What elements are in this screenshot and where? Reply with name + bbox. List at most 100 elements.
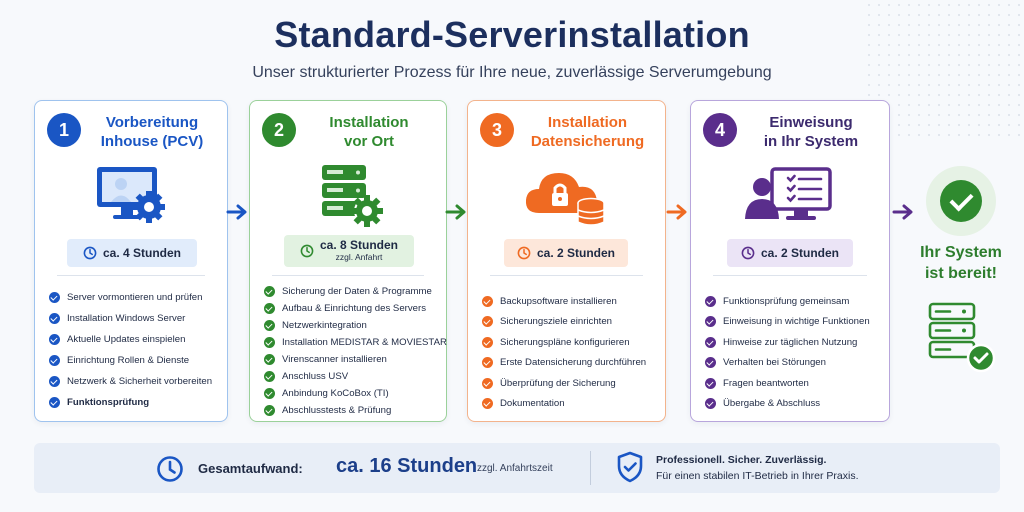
task-list: Sicherung der Daten & Programme Aufbau &…: [264, 283, 447, 419]
list-item: Installation Windows Server: [49, 308, 221, 329]
list-item: Fragen beantworten: [705, 373, 883, 394]
step-number-badge: 1: [47, 113, 81, 147]
check-icon: [264, 286, 275, 297]
arrow-right-icon: [445, 204, 466, 220]
duration-subtext: zzgl. Anfahrt: [335, 252, 383, 262]
decorative-dot-pattern: [864, 0, 1024, 140]
system-ready-line1: Ihr System: [920, 244, 1002, 261]
step-number-badge: 2: [262, 113, 296, 147]
check-icon: [482, 295, 493, 307]
arrow-right-icon: [226, 204, 247, 220]
step-title-line2: in Ihr System: [763, 133, 859, 150]
clock-icon: [300, 244, 314, 258]
shield-check-icon: [617, 451, 643, 483]
step-title-line1: Installation: [329, 114, 409, 131]
list-item: Einweisung in wichtige Funktionen: [705, 312, 883, 333]
total-effort-value: ca. 16 Stunden: [336, 455, 478, 477]
list-item: Dokumentation: [482, 394, 659, 415]
server-gear-icon: [250, 163, 446, 233]
page-subtitle: Unser strukturierter Prozess für Ihre ne…: [252, 64, 772, 81]
success-check-icon: [926, 166, 996, 236]
step-card-2: 2 Installation vor Ort: [249, 100, 447, 422]
step-title-line1: Einweisung: [769, 114, 853, 131]
task-list: Backupsoftware installieren Sicherungszi…: [482, 291, 659, 414]
server-check-icon: [928, 302, 996, 373]
step-title-line2: Inhouse (PCV): [100, 133, 204, 150]
list-item: Sicherungsziele einrichten: [482, 312, 659, 333]
list-item: Aufbau & Einrichtung des Servers: [264, 300, 440, 317]
check-icon: [705, 377, 716, 389]
divider: [490, 275, 643, 276]
task-list: Server vormontieren und prüfen Installat…: [49, 287, 221, 413]
check-icon: [482, 398, 493, 410]
divider: [590, 451, 591, 485]
check-icon: [264, 337, 275, 348]
clock-icon: [741, 246, 755, 260]
duration-badge: ca. 4 Stunden: [67, 239, 197, 267]
check-icon: [264, 388, 275, 399]
list-item: Abschlusstests & Prüfung: [264, 402, 440, 419]
clock-icon: [83, 246, 97, 260]
list-item: Sicherungspläne konfigurieren: [482, 332, 659, 353]
list-item: Funktionsprüfung: [49, 392, 221, 413]
duration-badge: ca. 2 Stunden: [504, 239, 628, 267]
check-icon: [482, 357, 493, 369]
list-item: Netzwerk & Sicherheit vorbereiten: [49, 371, 221, 392]
check-icon: [49, 397, 60, 408]
step-title-line1: Vorbereitung: [105, 114, 199, 131]
tagline-sub: Für einen stabilen IT-Betrieb in Ihrer P…: [656, 470, 859, 482]
list-item: Virenscanner installieren: [264, 351, 440, 368]
list-item: Überprüfung der Sicherung: [482, 373, 659, 394]
total-effort-label: Gesamtaufwand:: [198, 461, 303, 476]
cloud-lock-database-icon: [468, 163, 665, 233]
duration-text: ca. 2 Stunden: [536, 246, 616, 260]
list-item: Server vormontieren und prüfen: [49, 287, 221, 308]
system-ready-line2: ist bereit!: [924, 265, 997, 282]
list-item: Erste Datensicherung durchführen: [482, 353, 659, 374]
step-card-4: 4 Einweisung in Ihr System ca. 2 Stunden…: [690, 100, 890, 422]
check-icon: [705, 398, 716, 410]
list-item: Funktionsprüfung gemeinsam: [705, 291, 883, 312]
step-title: Vorbereitung Inhouse (PCV): [83, 113, 221, 151]
check-icon: [482, 336, 493, 348]
arrow-right-icon: [666, 204, 687, 220]
list-item: Anschluss USV: [264, 368, 440, 385]
check-icon: [482, 316, 493, 328]
step-title: Installation vor Ort: [298, 113, 440, 151]
step-title-line2: Datensicherung: [530, 133, 645, 150]
step-title-line1: Installation: [547, 114, 628, 131]
divider: [272, 275, 424, 276]
check-icon: [264, 371, 275, 382]
step-number-badge: 4: [703, 113, 737, 147]
clock-icon: [157, 456, 183, 482]
step-number-badge: 3: [480, 113, 514, 147]
check-icon: [705, 357, 716, 369]
step-card-1: 1 Vorbereitung Inhouse (PCV): [34, 100, 228, 422]
step-title-line2: vor Ort: [343, 133, 394, 150]
list-item: Anbindung KoCoBox (TI): [264, 385, 440, 402]
duration-text: ca. 4 Stunden: [102, 246, 182, 260]
check-icon: [49, 313, 60, 324]
step-title: Installation Datensicherung: [516, 113, 659, 151]
summary-bar: Gesamtaufwand: ca. 16 Stunden zzgl. Anfa…: [34, 443, 1000, 493]
check-icon: [49, 334, 60, 345]
duration-text: ca. 8 Stunden: [319, 238, 399, 252]
step-card-3: 3 Installation Datensicherung ca. 2 Stun…: [467, 100, 666, 422]
check-icon: [49, 292, 60, 303]
check-icon: [49, 376, 60, 387]
list-item: Netzwerkintegration: [264, 317, 440, 334]
check-icon: [705, 336, 716, 348]
check-icon: [705, 295, 716, 307]
duration-badge: ca. 2 Stunden: [727, 239, 853, 267]
list-item: Verhalten bei Störungen: [705, 353, 883, 374]
list-item: Übergabe & Abschluss: [705, 394, 883, 415]
tagline: Professionell. Sicher. Zuverlässig.: [656, 454, 827, 466]
check-icon: [264, 405, 275, 416]
list-item: Hinweise zur täglichen Nutzung: [705, 332, 883, 353]
list-item: Backupsoftware installieren: [482, 291, 659, 312]
total-effort-extra: zzgl. Anfahrtszeit: [477, 463, 553, 474]
list-item: Installation MEDISTAR & MOVIESTAR: [264, 334, 447, 351]
list-item: Einrichtung Rollen & Dienste: [49, 350, 221, 371]
duration-text: ca. 2 Stunden: [760, 246, 840, 260]
arrow-right-icon: [892, 204, 913, 220]
